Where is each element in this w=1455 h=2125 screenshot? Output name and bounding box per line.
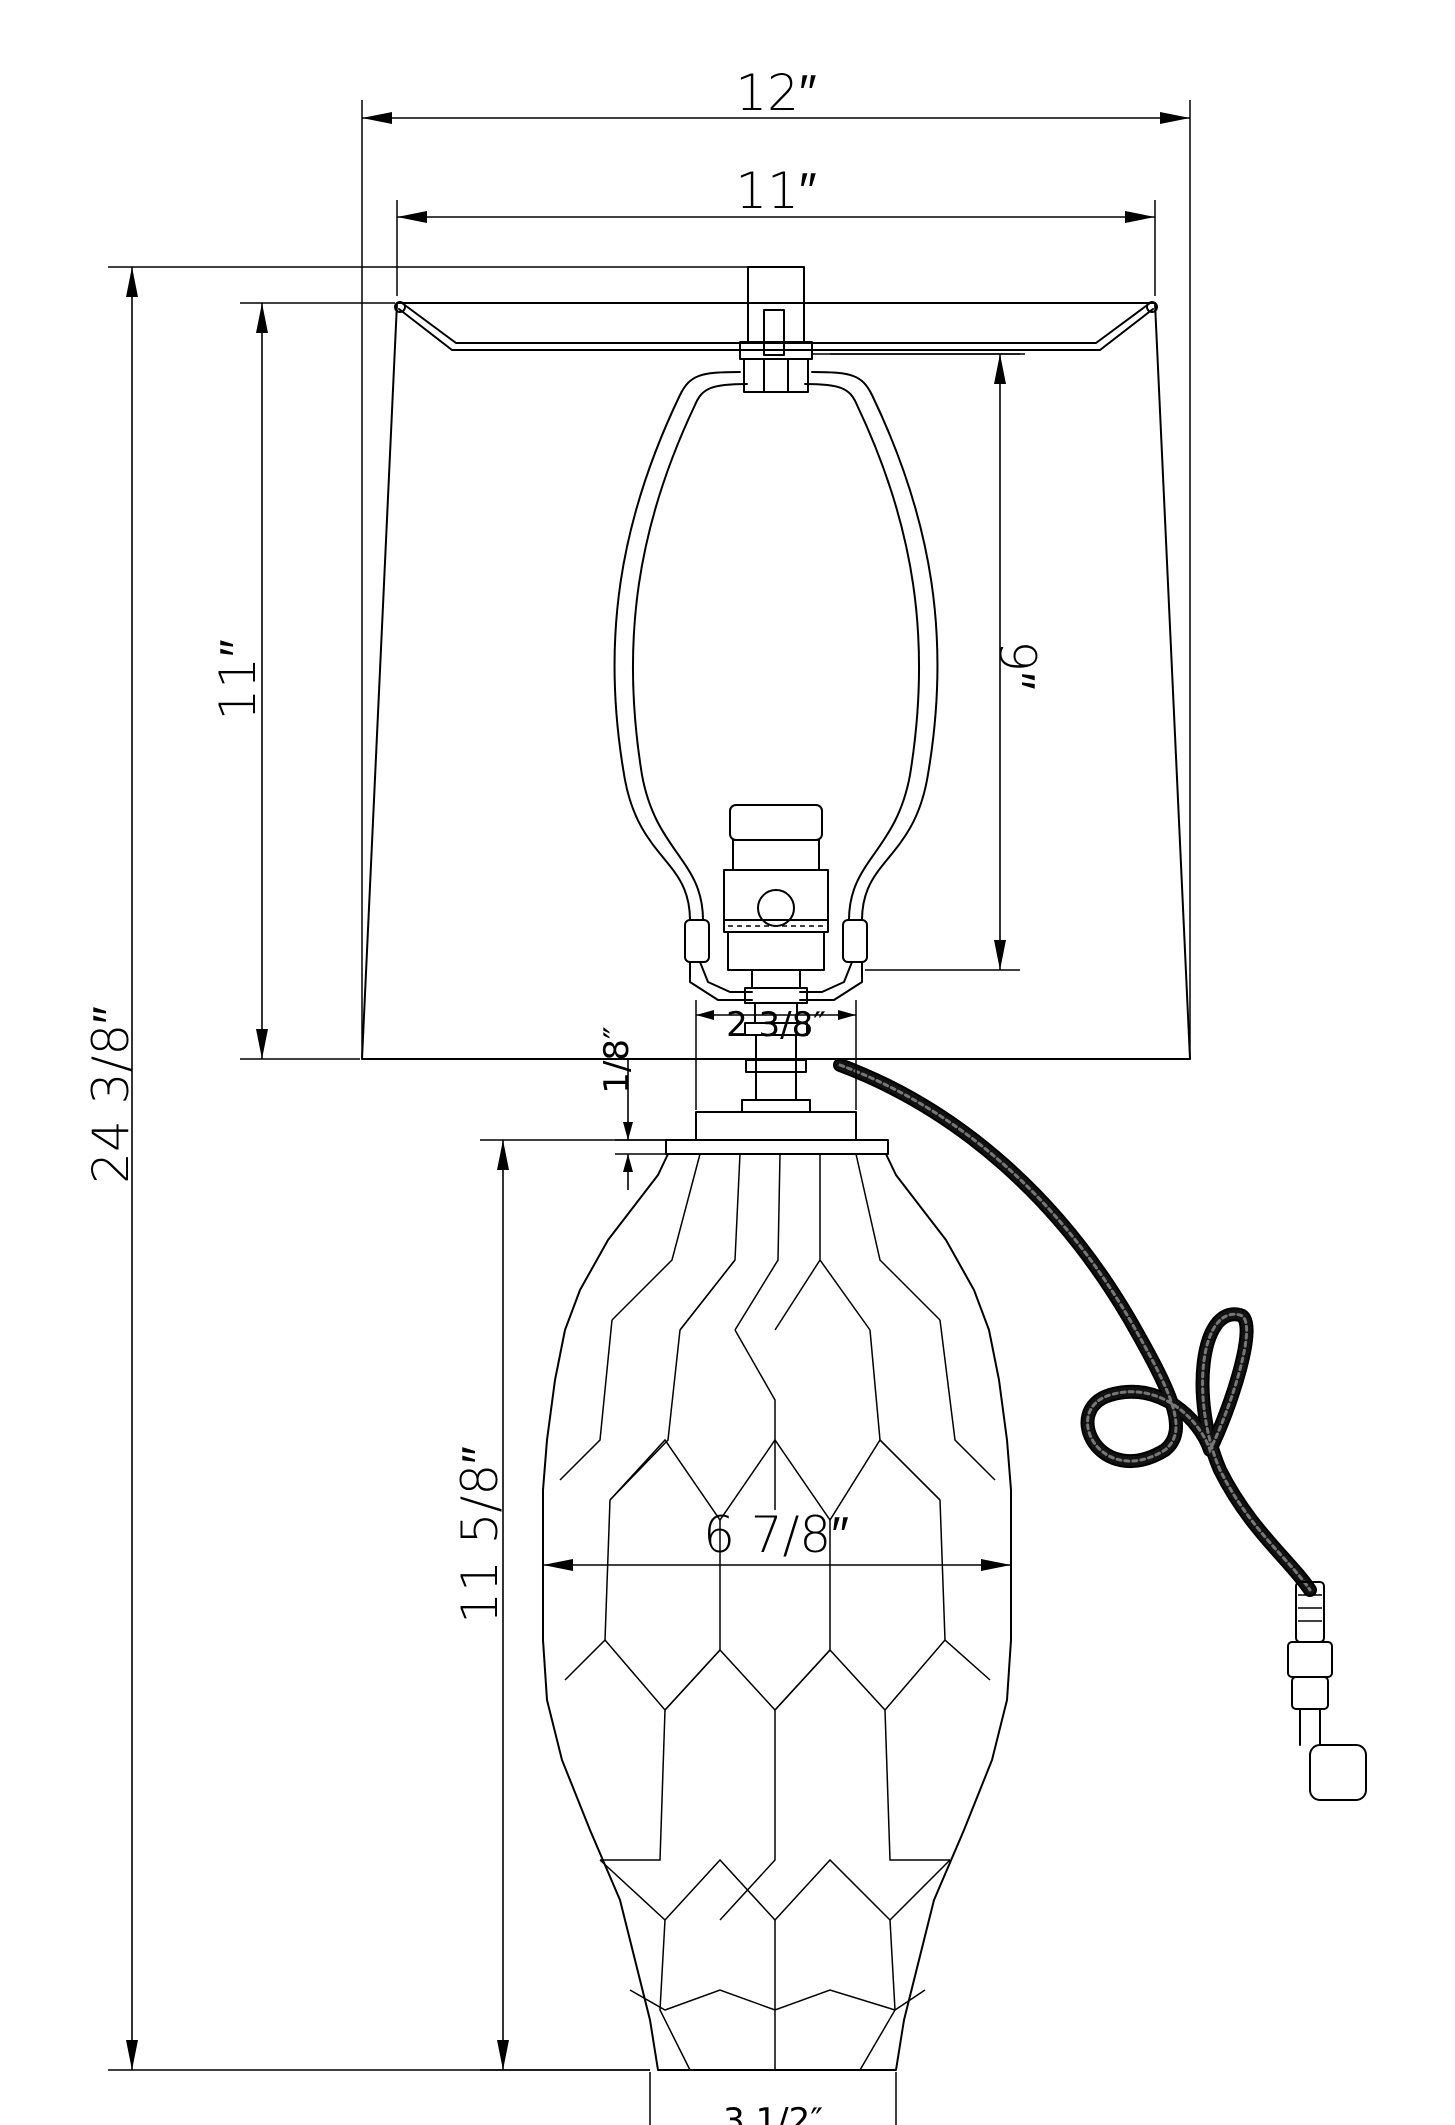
- dim-base-height: 11 5/8″: [451, 1139, 666, 2071]
- socket: [723, 804, 829, 1113]
- dim-harp-height: 9″: [812, 353, 1046, 971]
- dim-label-gap: 1/8″: [597, 1026, 637, 1093]
- dim-label-9: 9″: [988, 640, 1046, 690]
- dim-shade-height: 11″: [209, 302, 395, 1060]
- dim-label-11-top: 11″: [735, 162, 816, 220]
- dim-label-foot: 3 1/2″: [723, 2101, 823, 2125]
- dim-gap-height: 1/8″: [597, 1026, 670, 1190]
- plug: [1287, 1581, 1367, 1801]
- dim-label-overall: 24 3/8″: [82, 1006, 140, 1184]
- dim-foot-width: 3 1/2″: [649, 2072, 897, 2125]
- dim-label-12: 12″: [735, 64, 816, 122]
- dim-label-11-height: 11″: [209, 639, 267, 720]
- dim-shade-top-width: 11″: [396, 162, 1156, 296]
- lamp-shade: [361, 301, 1191, 1060]
- dim-overall-height: 24 3/8″: [82, 266, 748, 2071]
- dim-label-base-height: 11 5/8″: [451, 1446, 509, 1624]
- lamp-base: [542, 1111, 1012, 2071]
- finial: [739, 266, 813, 393]
- dim-shade-bottom-width: 12″: [361, 64, 1191, 1059]
- dim-label-base-width: 6 7/8″: [703, 1506, 849, 1564]
- harp: [613, 371, 939, 1001]
- dim-base-width: 6 7/8″: [543, 1506, 1011, 1571]
- base-facets: [559, 1153, 996, 2071]
- power-cord: [833, 1058, 1317, 1597]
- dim-label-neck: 2 3/8″: [726, 1005, 826, 1045]
- dim-neck-width: 2 3/8″: [695, 1000, 857, 1110]
